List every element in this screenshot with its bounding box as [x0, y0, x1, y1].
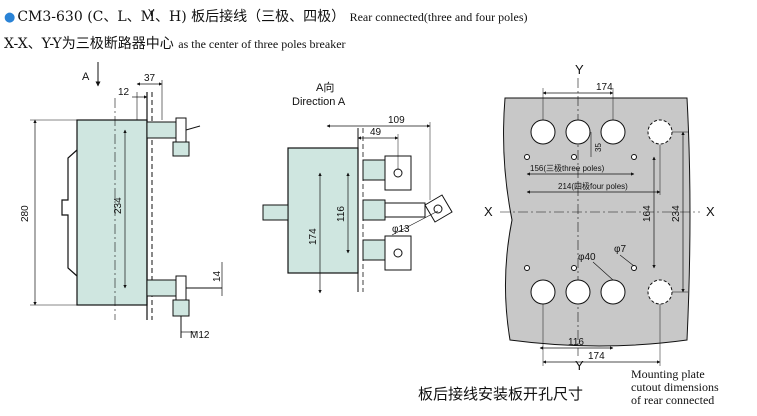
handle-profile: [61, 149, 78, 277]
mount-hole: [571, 265, 577, 271]
view-a-hole-bottom: [393, 248, 403, 258]
view-a-handle: [262, 204, 289, 221]
mount-hole: [524, 154, 530, 160]
dim-12: 12: [118, 87, 130, 98]
dim-14: 14: [212, 270, 223, 282]
mount-hole: [571, 154, 577, 160]
mount-hole: [524, 265, 530, 271]
side-view: Y A 37 12 280 234 14 M12: [20, 8, 223, 341]
dim-116-plate: 116: [568, 337, 584, 348]
dim-35: 35: [594, 143, 603, 152]
view-a-bus-mid: [384, 202, 426, 218]
caption-en-line2: cutout dimensions: [631, 380, 719, 394]
subtitle-cn: X-X、Y-Y为三极断路器中心: [4, 36, 174, 52]
view-a-hole-angled: [433, 204, 443, 214]
view-a-terminal-bottom: [362, 239, 386, 261]
plate-x-left: X: [484, 204, 493, 219]
plate-y-top: Y: [575, 62, 584, 77]
dim-174-top: 174: [596, 82, 613, 93]
top-terminal: [146, 121, 178, 139]
view-a-title-en: Direction A: [292, 96, 346, 108]
cutout-hole-fourth-pole: [647, 119, 673, 145]
cutout-hole: [530, 279, 556, 305]
dim-116: 116: [336, 206, 347, 222]
bottom-terminal-nut: [175, 275, 187, 301]
mount-hole: [631, 154, 637, 160]
dim-234-plate: 234: [671, 205, 682, 222]
cutout-hole: [600, 119, 626, 145]
dim-280: 280: [20, 205, 31, 222]
dim-109: 109: [388, 115, 405, 126]
bottom-bolt: [172, 299, 190, 317]
cutout-hole: [565, 279, 591, 305]
view-a-terminal-top: [362, 159, 386, 181]
caption-cn: 板后接线安装板开孔尺寸: [418, 385, 584, 403]
dim-174-bottom: 174: [588, 351, 605, 362]
top-bolt: [172, 141, 190, 157]
dim-49: 49: [370, 127, 382, 138]
page-title: ●CM3-630 (C、L、M、H) 板后接线（三极、四极） Rear conn…: [4, 6, 528, 26]
caption-en: Mounting plate cutout dimensions of rear…: [631, 368, 719, 407]
dim-phi7: φ7: [614, 244, 626, 255]
view-a-hole-top: [393, 168, 403, 178]
plate-x-right: X: [706, 204, 715, 219]
bullet-dot-icon: ●: [4, 10, 16, 25]
cutout-hole: [530, 119, 556, 145]
title-en: Rear connected(three and four poles): [349, 10, 528, 24]
bottom-terminal: [146, 279, 178, 297]
cutout-hole-fourth-pole: [647, 279, 673, 305]
page-subtitle: X-X、Y-Y为三极断路器中心 as the center of three p…: [4, 33, 346, 53]
dim-phi13: φ13: [392, 224, 410, 235]
arrow-a-label: A: [82, 71, 90, 83]
dim-164: 164: [642, 205, 653, 222]
subtitle-en: as the center of three poles breaker: [178, 37, 346, 51]
mounting-plate: Y Y X X 174 35 156(三极three poles): [484, 62, 715, 373]
dim-phi40: φ40: [578, 252, 596, 263]
dim-m12: M12: [190, 330, 210, 341]
top-bus: [185, 125, 201, 131]
view-a-terminal-mid: [362, 199, 386, 221]
cutout-hole: [565, 119, 591, 145]
view-a: A向 Direction A 109 49 116 174: [262, 80, 453, 294]
caption-en-line1: Mounting plate: [631, 367, 705, 381]
title-cn: CM3-630 (C、L、M、H) 板后接线（三极、四极）: [17, 9, 346, 25]
dim-37: 37: [144, 73, 156, 84]
breaker-body: [76, 119, 148, 306]
caption-en-line3: of rear connected: [631, 393, 715, 407]
dim-174: 174: [308, 228, 319, 245]
dim-214: 214(四极four poles): [558, 181, 628, 191]
view-a-body: [287, 147, 359, 274]
plate-y-bottom: Y: [575, 358, 584, 373]
view-a-title-cn: A向: [316, 80, 334, 94]
mount-hole: [631, 265, 637, 271]
dim-156: 156(三极three poles): [530, 163, 605, 173]
side-y-label: Y: [148, 8, 155, 19]
cutout-hole: [600, 279, 626, 305]
dim-234: 234: [113, 197, 124, 214]
top-terminal-nut: [175, 117, 187, 143]
